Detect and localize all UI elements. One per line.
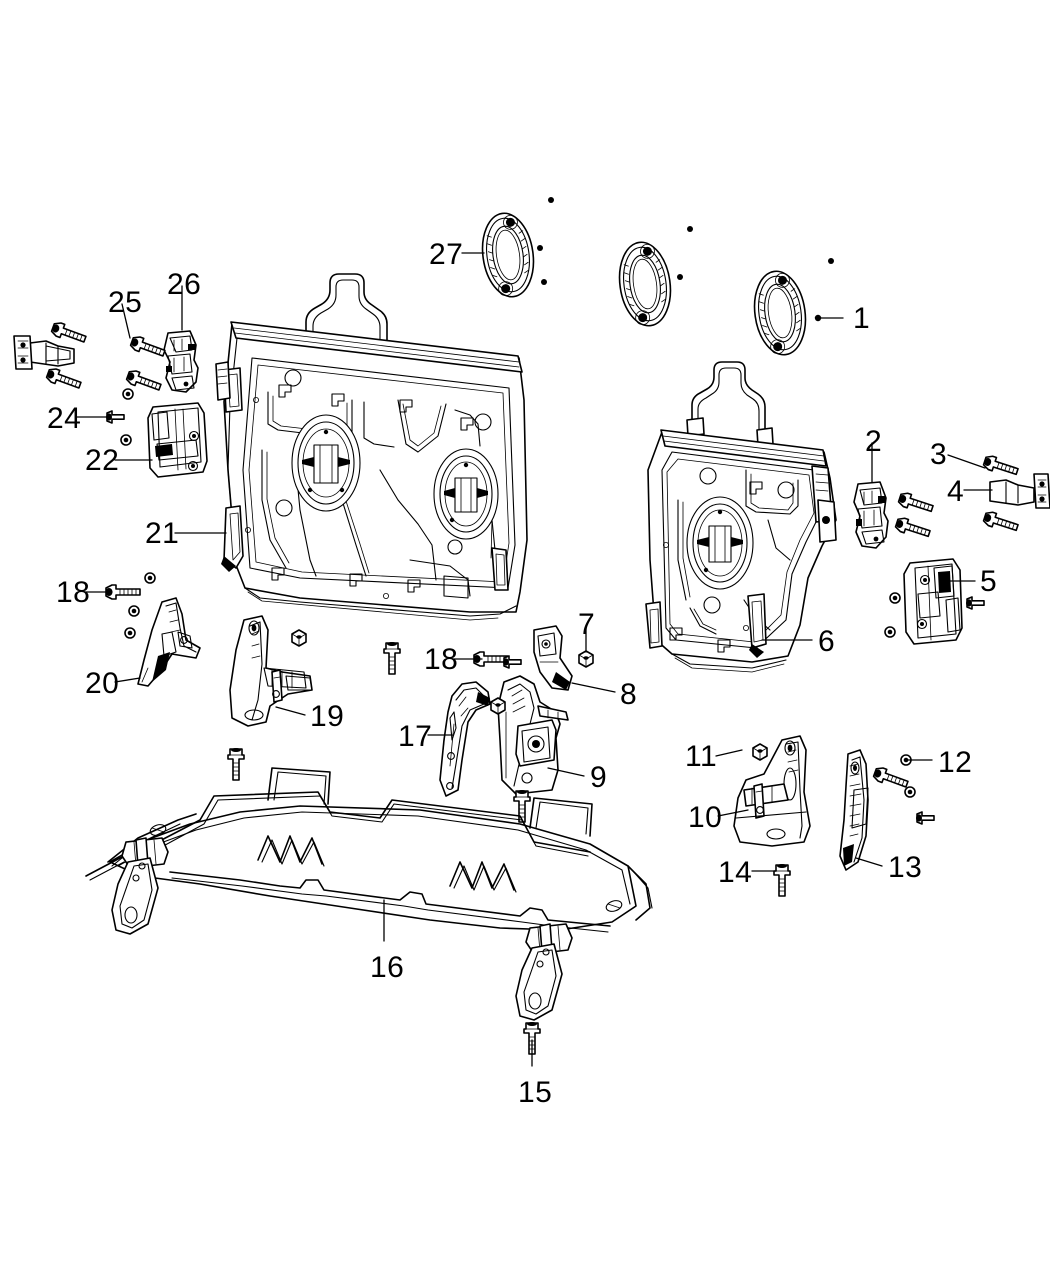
part-22-module [147,402,208,478]
bolt-below-9 [513,789,531,823]
callout-12-nut-12: 12 [938,746,973,779]
leader-line-8 [571,682,616,693]
part-13-cover [839,749,869,871]
callout-1-oval-bezel-right: 1 [853,302,871,335]
pin-near-12 [915,811,935,825]
callout-18-screw-18-right: 18 [424,643,459,676]
part-14-bolt [773,863,791,897]
nut-near-19 [291,629,307,647]
striker-pin-left [13,335,75,370]
washer-a [122,388,134,400]
callout-19-bracket-19: 19 [310,700,345,733]
washer-b [120,434,132,446]
callout-7-nut-7: 7 [578,608,596,641]
screw-r-b [893,515,933,542]
callout-14-bolt-14: 14 [718,856,753,889]
callout-2-latch-mechanism-right: 2 [865,425,883,458]
pin-near-18 [502,655,522,669]
leader-line-11 [715,749,743,757]
callout-27-oval-bezel-left: 27 [429,238,464,271]
part-19-bracket [229,615,313,727]
callout-4-striker-pin-4: 4 [947,475,965,508]
callout-10-hinge-bracket-10: 10 [688,801,723,834]
nut-near-9 [490,697,506,715]
screw-near-12 [871,764,911,792]
callout-16-seat-cushion-wire-frame-16: 16 [370,951,405,984]
part-21-seat-frame-left [215,273,528,621]
part-2-latch-right [853,481,889,549]
leader-line-13 [855,857,883,867]
part-3-screw [981,453,1021,480]
callout-3-screw-3: 3 [930,438,948,471]
leader-line-20 [114,677,141,683]
callout-8-bracket-8: 8 [620,678,638,711]
part-9-pivot-bracket [497,675,569,795]
washer-near-12 [904,786,916,798]
part-20-cover [137,597,201,687]
part-1 [748,267,812,359]
part-4-striker [989,473,1050,509]
callout-15-bolt-15: 15 [518,1076,553,1109]
bolt-mid [383,641,401,675]
part-27 [476,209,540,301]
callout-6-seat-frame-right: 6 [818,625,836,658]
callout-26-latch-mechanism-left: 26 [167,268,202,301]
part-8-bracket [533,625,573,691]
leader-line-25 [121,303,131,339]
callout-9-pivot-bracket-9: 9 [590,761,608,794]
callout-13-cover-13: 13 [888,851,923,884]
callout-leader-lines [76,252,993,1067]
leader-line-3 [947,454,986,469]
callout-5-cover-5: 5 [980,565,998,598]
leader-line-9 [547,767,585,777]
part-11-nut [752,743,768,761]
screw-upper-left [49,319,89,347]
part-1-mid [613,238,677,330]
part-26-latch-left [163,330,199,393]
callout-21-seat-frame-left: 21 [145,517,180,550]
callout-18-screw-18-left: 18 [56,576,91,609]
callout-22-module-22: 22 [85,444,120,477]
part-6-seat-frame-right [645,361,837,673]
part-17-trim [439,681,491,797]
part-16-wire-frame [85,767,653,1021]
part-25-screw-a [128,333,168,361]
part-7-nut [578,650,594,668]
callout-11-nut-11: 11 [685,740,718,773]
callout-17-trim-strip-17: 17 [398,720,433,753]
callout-24-screw-24: 24 [47,402,82,435]
leader-line-19 [275,706,306,716]
screw-r-a [896,490,936,517]
part-10-hinge-bracket [733,735,811,847]
callout-20-cover-20: 20 [85,667,120,700]
callout-25-screw-25: 25 [108,286,143,319]
leader-line-10 [717,809,749,817]
screw-lower-left [44,365,84,393]
part-24-pin [105,410,125,424]
part-5-cover [903,558,963,645]
screw-r-c [981,509,1021,536]
bolt-below-19 [227,747,245,781]
